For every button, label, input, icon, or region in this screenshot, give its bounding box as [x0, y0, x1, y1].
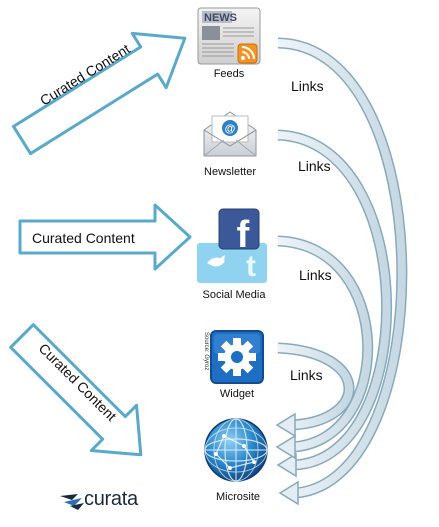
- curated-arrow-middle: [18, 203, 192, 271]
- svg-text:NEWS: NEWS: [204, 12, 237, 24]
- curata-logo-icon: [60, 494, 84, 510]
- node-label-microsite: Microsite: [215, 491, 260, 503]
- curated-arrow-top: [12, 31, 187, 156]
- node-label-widget: Widget: [219, 388, 255, 400]
- widget-source-note: Source: Gyroz: [203, 332, 209, 371]
- svg-text:@: @: [225, 123, 236, 135]
- curated-content-label-middle: Curated Content: [32, 230, 135, 246]
- links-label-3: Links: [299, 267, 332, 283]
- svg-text:f: f: [237, 214, 250, 256]
- link-curves: [275, 37, 408, 506]
- newspaper-icon: NEWS: [197, 7, 261, 65]
- twitter-icon: t: [197, 243, 267, 283]
- globe-icon: [204, 418, 268, 482]
- rss-icon: [237, 43, 258, 64]
- curated-arrow-bottom: [9, 323, 143, 457]
- links-label-4: Links: [290, 367, 323, 383]
- links-label-2: Links: [298, 158, 331, 174]
- link-curve-feeds: [277, 37, 408, 506]
- links-label-1: Links: [291, 78, 324, 94]
- curata-logo-text: curata: [84, 488, 138, 510]
- node-label-newsletter: Newsletter: [204, 166, 256, 178]
- svg-text:t: t: [246, 250, 256, 283]
- node-label-feeds: Feeds: [213, 68, 245, 80]
- envelope-icon: @: [203, 111, 257, 157]
- link-curve-newsletter: [276, 129, 393, 478]
- link-curve-widget: [275, 342, 355, 438]
- link-curve-social-media: [275, 235, 374, 460]
- gear-icon: [210, 330, 264, 384]
- node-label-social-media: Social Media: [202, 289, 266, 301]
- facebook-icon: f: [218, 208, 260, 256]
